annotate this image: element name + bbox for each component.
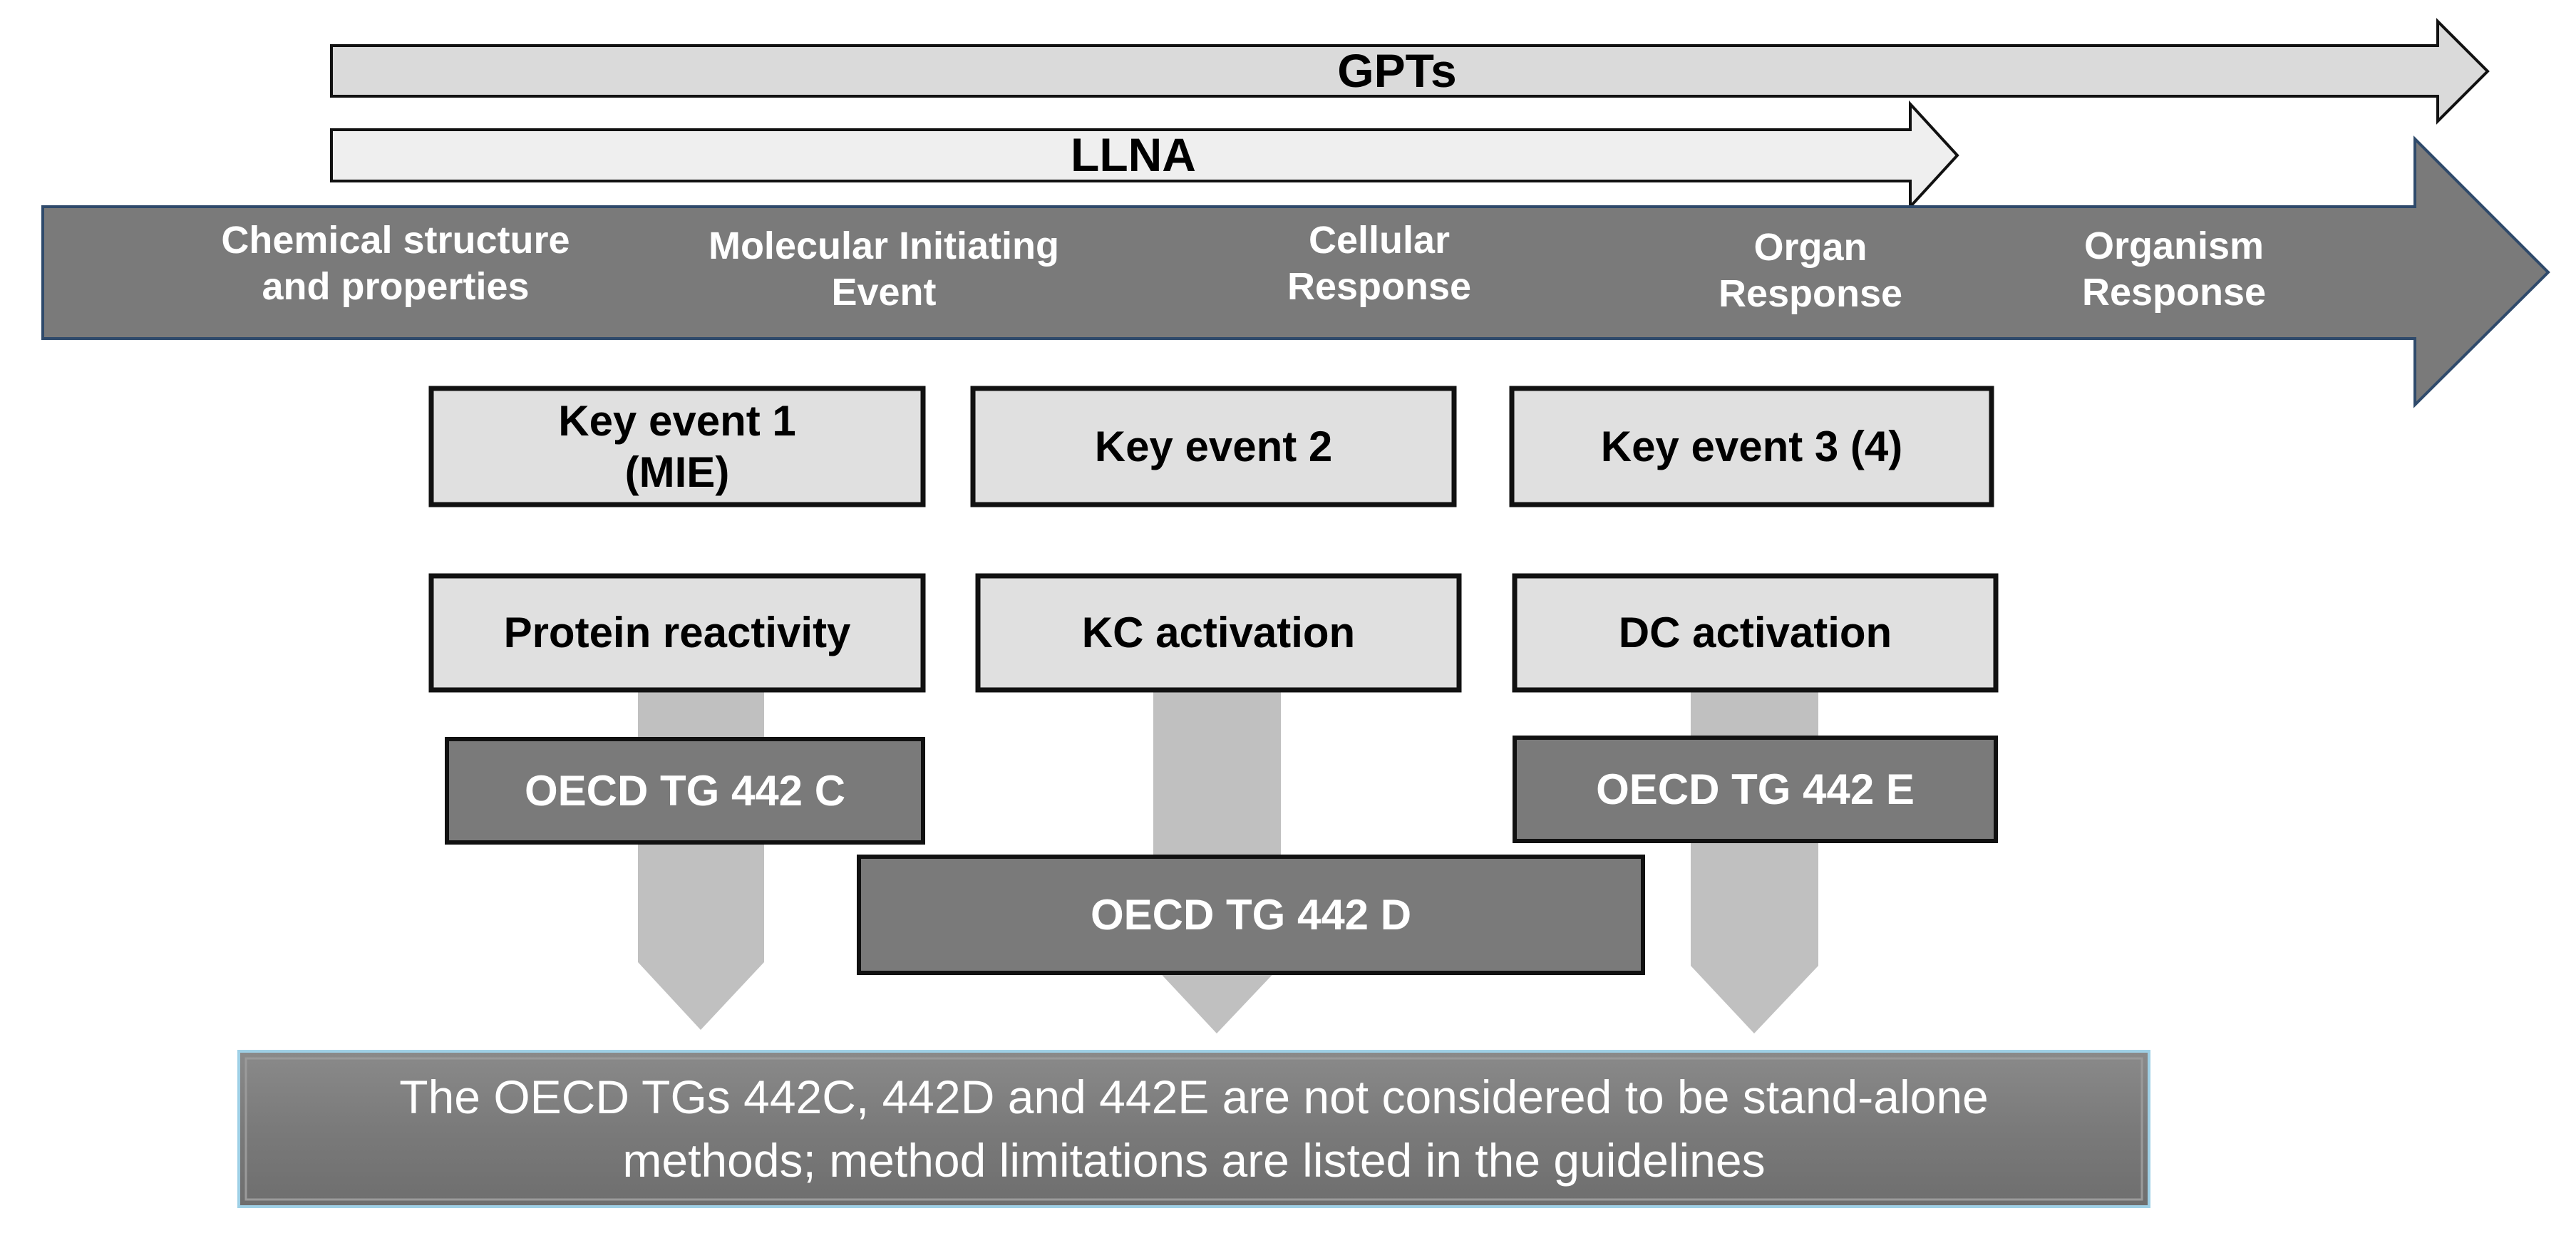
key-event-2-box [970,386,1457,507]
stage-organ-response: Organ Response [1718,226,1903,315]
stage-molecular-initiating-event: Molecular Initiating Event [708,224,1060,314]
note-box-bevel [244,1057,2143,1201]
llna-arrow [330,100,1959,211]
key-event-1-box [428,386,926,507]
protein-reactivity-label: Protein reactivity [503,609,851,656]
dc-activation-label: DC activation [1618,609,1892,656]
pathway-band-arrow [41,135,2550,408]
kc-activation-box [975,573,1462,693]
protein-reactivity-box [428,573,926,693]
key-event-3-label: Key event 3 (4) [1600,422,1903,470]
oecd-tg-442c-label: OECD TG 442 C [524,766,846,815]
oecd-tg-442c-box [445,737,925,845]
gpts-arrow [330,18,2490,125]
dc-activation-box [1512,573,1999,693]
key-event-2-label: Key event 2 [1094,422,1333,470]
oecd-tg-442d-box [857,855,1645,975]
oecd-tg-442d-label: OECD TG 442 D [1090,890,1412,939]
stage-cellular-response: Cellular Response [1287,219,1472,308]
stage-chemical-structure: Chemical structure and properties [221,219,570,308]
kc-activation-label: KC activation [1081,609,1356,656]
gpts-label: GPTs [1337,43,1457,97]
key-event-1-label: Key event 1 (MIE) [558,396,796,496]
note-text: The OECD TGs 442C, 442D and 442E are not… [399,1070,1989,1187]
oecd-tg-442e-label: OECD TG 442 E [1596,765,1915,813]
key-event-3-box [1509,386,1994,507]
llna-label: LLNA [1071,128,1196,182]
stage-organism-response: Organism Response [2081,225,2267,314]
oecd-tg-442e-box [1513,736,1998,843]
note-box [237,1050,2150,1208]
